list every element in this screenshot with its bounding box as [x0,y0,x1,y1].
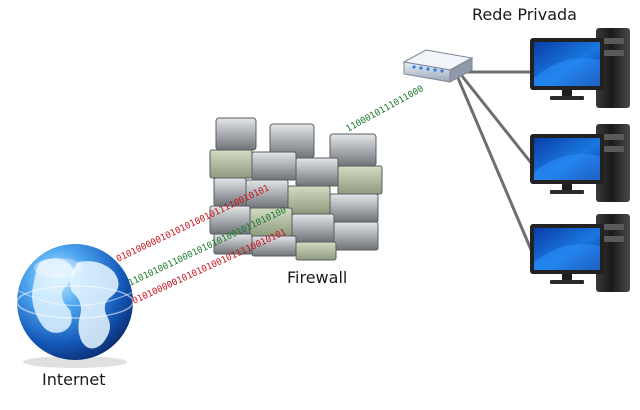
cable-3 [456,77,534,253]
green-bit-stream-to-router: 1100010111011000 [345,84,426,134]
internet-label: Internet [42,370,106,389]
cable-2 [460,75,534,165]
private-network-label: Rede Privada [472,5,577,24]
globe-icon [16,244,134,368]
network-cables [456,70,536,253]
desktop-computer-icon [530,124,630,202]
brick-wall-icon [209,117,383,261]
router-icon [402,49,474,83]
desktop-computer-icon [530,214,630,292]
firewall-label: Firewall [287,268,348,287]
desktop-computer-icon [530,28,630,108]
